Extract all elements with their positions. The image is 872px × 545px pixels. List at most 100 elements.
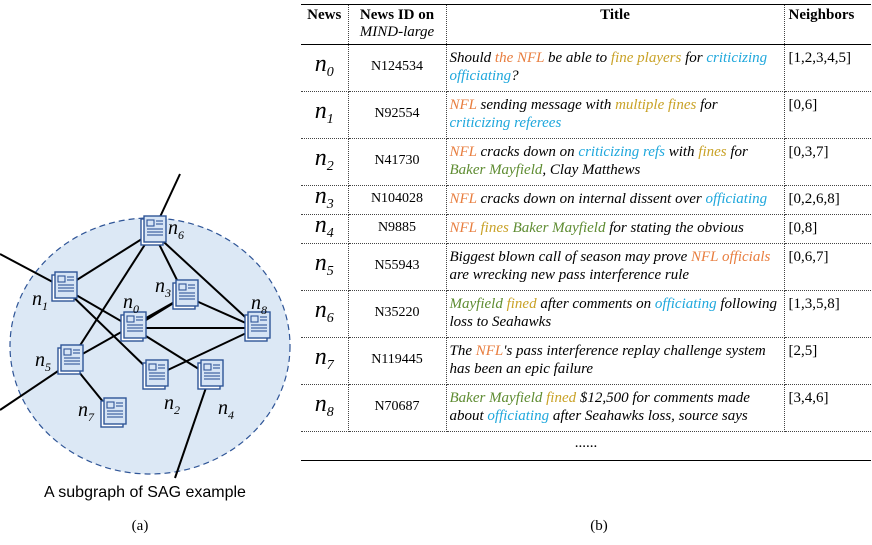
news-document-icon — [172, 279, 199, 310]
news-node-cell: n6 — [301, 290, 349, 338]
panel-label-a: (a) — [131, 518, 149, 534]
subgraph-boundary — [9, 217, 291, 475]
entity-highlight: fines — [698, 144, 727, 160]
entity-highlight: officiating — [705, 191, 768, 207]
title-text: after comments on — [536, 296, 655, 312]
neighbors-cell: [0,6] — [784, 91, 871, 139]
neighbors-cell: [0,3,7] — [784, 138, 871, 186]
title-text: after Seahawks loss, source says — [549, 408, 748, 424]
entity-highlight: the NFL — [494, 50, 545, 66]
header-news: News — [301, 4, 349, 45]
news-document-icon — [57, 344, 84, 375]
news-node-cell: n4 — [301, 213, 349, 244]
news-node-cell: n3 — [301, 184, 349, 215]
entity-highlight: criticizing referees — [449, 115, 562, 131]
title-text: , Clay Matthews — [542, 162, 641, 178]
entity-highlight: NFL — [449, 144, 477, 160]
title-text: cracks down on internal dissent over — [476, 191, 706, 207]
news-document-icon — [51, 271, 78, 302]
title-text: for — [726, 144, 748, 160]
title-text: are wrecking new pass interference rule — [449, 267, 690, 283]
news-title-cell: NFL cracks down on internal dissent over… — [446, 185, 785, 215]
news-id-cell: N35220 — [348, 290, 447, 338]
entity-highlight: Baker Mayfield — [449, 390, 543, 406]
neighbors-cell: [2,5] — [784, 337, 871, 385]
ellipsis-row: ...... — [301, 431, 871, 461]
title-text: be able to — [544, 50, 611, 66]
entity-highlight: fined — [546, 390, 577, 406]
entity-highlight: criticizing refs — [578, 144, 665, 160]
news-node-cell: n0 — [301, 44, 349, 92]
news-node-cell: n5 — [301, 243, 349, 291]
header-neighbors: Neighbors — [788, 7, 855, 23]
edge-n6-n8 — [152, 231, 258, 329]
neighbors-cell: [1,2,3,4,5] — [784, 44, 871, 92]
news-title-cell: NFL cracks down on criticizing refs with… — [446, 138, 785, 186]
entity-highlight: multiple fines — [615, 97, 697, 113]
edge-n1-n2 — [63, 287, 156, 377]
node-n5: n5 — [35, 344, 84, 375]
news-title-cell: Should the NFL be able to fine players f… — [446, 44, 785, 92]
ellipsis-cell: ...... — [301, 431, 871, 461]
title-text: Should — [449, 50, 495, 66]
figure-a-caption: A subgraph of SAG example — [44, 484, 246, 501]
title-text: cracks down on — [476, 144, 579, 160]
entity-highlight: Baker Mayfield — [512, 220, 606, 236]
edge-n6-n5 — [69, 231, 154, 362]
news-document-icon — [100, 397, 127, 428]
title-text: for — [681, 50, 707, 66]
news-id-cell: N92554 — [348, 91, 447, 139]
neighbors-cell: [1,3,5,8] — [784, 290, 871, 338]
news-title-cell: NFL sending message with multiple fines … — [446, 91, 785, 139]
entity-highlight: NFL — [449, 191, 477, 207]
title-text: Biggest blown call of season may prove — [449, 249, 691, 265]
news-id-cell: N124534 — [348, 44, 447, 92]
edge-n8-n2 — [154, 327, 258, 377]
news-id-cell: N70687 — [348, 384, 447, 432]
neighbors-cell: [0,6,7] — [784, 243, 871, 291]
news-title-cell: Mayfield fined after comments on officia… — [446, 290, 785, 338]
entity-highlight: NFL — [449, 220, 477, 236]
news-document-icon — [140, 215, 167, 246]
header-title: Title — [446, 4, 785, 45]
news-title-cell: Baker Mayfield fined $12,500 for comment… — [446, 384, 785, 432]
neighbors-cell: [3,4,6] — [784, 384, 871, 432]
news-id-cell: N55943 — [348, 243, 447, 291]
news-node-cell: n1 — [301, 91, 349, 139]
entity-highlight: NFL officials — [691, 249, 771, 265]
neighbors-cell: [0,8] — [784, 214, 871, 244]
header-news-id-line2: MIND-large — [359, 24, 435, 40]
entity-highlight: Baker Mayfield — [449, 162, 543, 178]
news-document-icon — [120, 311, 147, 342]
news-title-cell: The NFL's pass interference replay chall… — [446, 337, 785, 385]
title-text: 's pass interference replay challenge sy… — [449, 343, 766, 377]
news-id-cell: N9885 — [348, 214, 447, 244]
title-text: with — [664, 144, 699, 160]
node-n6: n6 — [140, 215, 184, 246]
news-id-cell: N119445 — [348, 337, 447, 385]
title-text: ? — [511, 68, 519, 84]
entity-highlight: fine players — [610, 50, 682, 66]
news-id-cell: N104028 — [348, 185, 447, 215]
title-text: $12,500 for comments made about — [449, 390, 750, 424]
title-text: for stating the obvious — [605, 220, 744, 236]
news-document-icon — [197, 359, 224, 390]
news-node-cell: n8 — [301, 384, 349, 432]
header-news-id-line1: News ID on — [359, 7, 435, 23]
entity-highlight: fined — [506, 296, 537, 312]
title-text: following loss to Seahawks — [449, 296, 778, 330]
title-text: for — [696, 97, 718, 113]
news-node-cell: n2 — [301, 138, 349, 186]
news-id-cell: N41730 — [348, 138, 447, 186]
news-title-cell: NFL fines Baker Mayfield for stating the… — [446, 214, 785, 244]
